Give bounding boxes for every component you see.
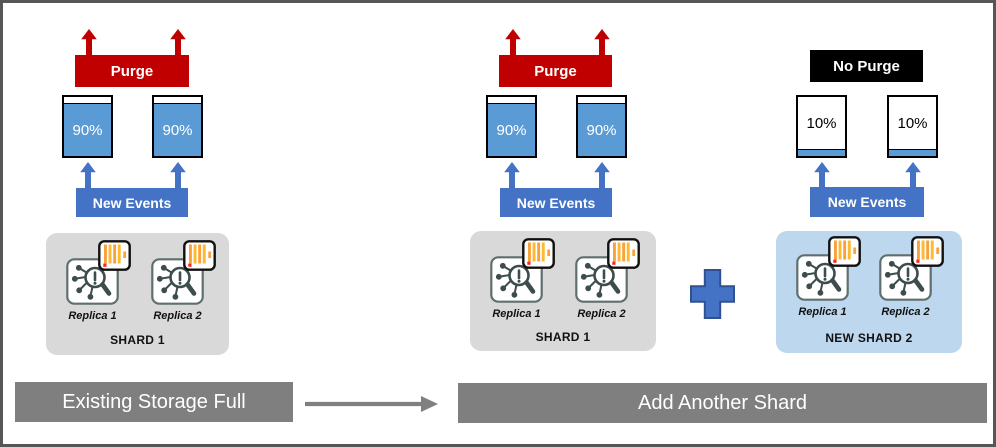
replica-label: Replica 1 xyxy=(798,306,847,318)
new-events-label: New Events xyxy=(827,194,907,210)
new-events-box: New Events xyxy=(810,187,924,217)
events-up-arrow-icon xyxy=(814,162,830,189)
replica-node: Replica 1 xyxy=(66,240,131,322)
log-file-icon xyxy=(522,238,555,269)
tank-headroom xyxy=(578,97,625,104)
tank-fill-level: 90% xyxy=(488,104,535,156)
replica-label: Replica 2 xyxy=(881,306,930,318)
no-purge-label: No Purge xyxy=(833,57,900,75)
replica-label: Replica 1 xyxy=(492,308,541,320)
purge-up-arrow-icon xyxy=(170,29,186,56)
new-events-label: New Events xyxy=(516,194,596,211)
right-arrow-icon xyxy=(305,396,438,412)
tank-bottom-fill xyxy=(889,149,936,156)
replica-node: Replica 2 xyxy=(575,238,640,320)
tank-headroom xyxy=(154,97,201,104)
events-up-arrow-icon xyxy=(504,162,520,189)
shard-box-new-2: Replica 1 Replica 2 NEW SHARD 2 xyxy=(776,231,962,353)
log-file-icon xyxy=(98,240,131,271)
purge-label: Purge xyxy=(534,62,577,80)
replica-label: Replica 1 xyxy=(68,310,117,322)
log-file-icon xyxy=(828,236,861,267)
shard-name-label: SHARD 1 xyxy=(535,330,591,344)
no-purge-box: No Purge xyxy=(810,50,923,82)
new-events-label: New Events xyxy=(92,194,172,211)
tank-headroom xyxy=(64,97,111,104)
purge-label: Purge xyxy=(110,62,154,80)
events-up-arrow-icon xyxy=(170,162,186,189)
purge-up-arrow-icon xyxy=(81,29,97,56)
shard-box-1-after: Replica 1 Replica 2 SHARD 1 xyxy=(470,231,656,351)
replica-node: Replica 2 xyxy=(151,240,216,322)
shard-name-label: SHARD 1 xyxy=(110,333,165,347)
tank-fill-level: 90% xyxy=(578,104,625,156)
log-file-icon xyxy=(607,238,640,269)
events-up-arrow-icon xyxy=(594,162,610,189)
tank-fill-level: 90% xyxy=(64,104,111,156)
events-up-arrow-icon xyxy=(80,162,96,189)
replica-node: Replica 1 xyxy=(490,238,555,320)
storage-tank: 90% xyxy=(152,95,203,158)
purge-up-arrow-icon xyxy=(594,29,610,56)
tank-bottom-fill xyxy=(798,149,845,156)
storage-tank: 10% xyxy=(887,95,938,158)
storage-tank: 90% xyxy=(576,95,627,158)
tank-fill-level: 10% xyxy=(889,97,936,149)
before-state-bar: Existing Storage Full xyxy=(15,382,293,422)
replica-label: Replica 2 xyxy=(153,310,202,322)
tank-fill-level: 10% xyxy=(798,97,845,149)
shard-box-1: Replica 1 Replica 2 SHARD 1 xyxy=(46,233,229,355)
new-events-box: New Events xyxy=(76,188,188,217)
purge-box: Purge xyxy=(499,55,612,87)
log-file-icon xyxy=(183,240,216,271)
purge-box: Purge xyxy=(75,55,189,87)
replica-label: Replica 2 xyxy=(577,308,626,320)
shard-name-label: NEW SHARD 2 xyxy=(825,331,913,345)
replica-node: Replica 1 xyxy=(796,236,861,318)
tank-headroom xyxy=(488,97,535,104)
new-events-box: New Events xyxy=(500,188,612,217)
storage-tank: 90% xyxy=(62,95,113,158)
after-state-label: Add Another Shard xyxy=(637,391,807,414)
storage-tank: 10% xyxy=(796,95,847,158)
replica-node: Replica 2 xyxy=(879,236,944,318)
storage-tank: 90% xyxy=(486,95,537,158)
log-file-icon xyxy=(911,236,944,267)
after-state-bar: Add Another Shard xyxy=(458,383,987,423)
tank-fill-level: 90% xyxy=(154,104,201,156)
before-state-label: Existing Storage Full xyxy=(62,390,246,413)
purge-up-arrow-icon xyxy=(505,29,521,56)
plus-icon xyxy=(690,269,735,319)
events-up-arrow-icon xyxy=(905,162,921,189)
